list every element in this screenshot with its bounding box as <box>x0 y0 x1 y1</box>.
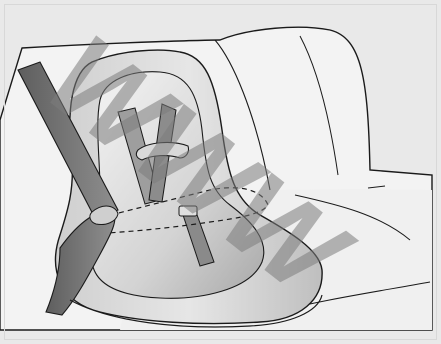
illustration-frame: WWW <box>0 0 441 344</box>
car-seat-illustration: WWW <box>0 0 441 344</box>
